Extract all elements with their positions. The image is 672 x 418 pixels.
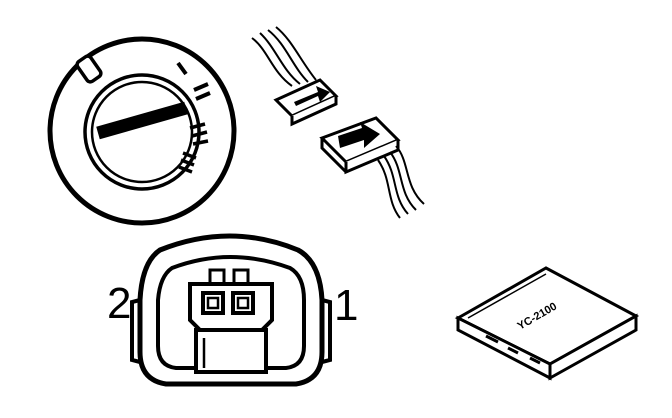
connector-right-tab (232, 268, 250, 286)
rotary-switch-mark-ii (193, 82, 211, 101)
connector-left-latch (130, 298, 141, 364)
battery-contact-2 (507, 346, 519, 355)
cable-plug-upper (251, 26, 339, 127)
connector-lock-tongue (194, 328, 268, 374)
cable-plug-lower (319, 116, 425, 219)
rotary-switch-mark-i (176, 61, 188, 76)
rotary-switch (47, 36, 237, 226)
battery-contact-3 (529, 356, 541, 365)
rotary-switch-mark-iiii (178, 151, 197, 174)
connector-pin-2-label: 2 (107, 279, 131, 328)
battery-module-side (548, 313, 638, 381)
rotary-switch-dial-inner (90, 80, 194, 184)
rotary-switch-mark-iii (189, 122, 209, 146)
rotary-switch-dial (83, 73, 201, 191)
two-pin-connector: 2 1 (107, 233, 358, 387)
cable-plug-upper-arrow-icon (294, 86, 330, 106)
connector-right-latch (321, 298, 332, 364)
battery-module: YC-2100 (454, 266, 640, 381)
rotary-switch-o-mark (75, 54, 103, 84)
connector-left-tab (208, 268, 226, 286)
rotary-switch-pointer (96, 101, 188, 140)
connector-pin-1-label: 1 (334, 281, 358, 330)
cable-plug-lower-arrow-icon (338, 122, 380, 148)
battery-contact-1 (485, 334, 499, 344)
